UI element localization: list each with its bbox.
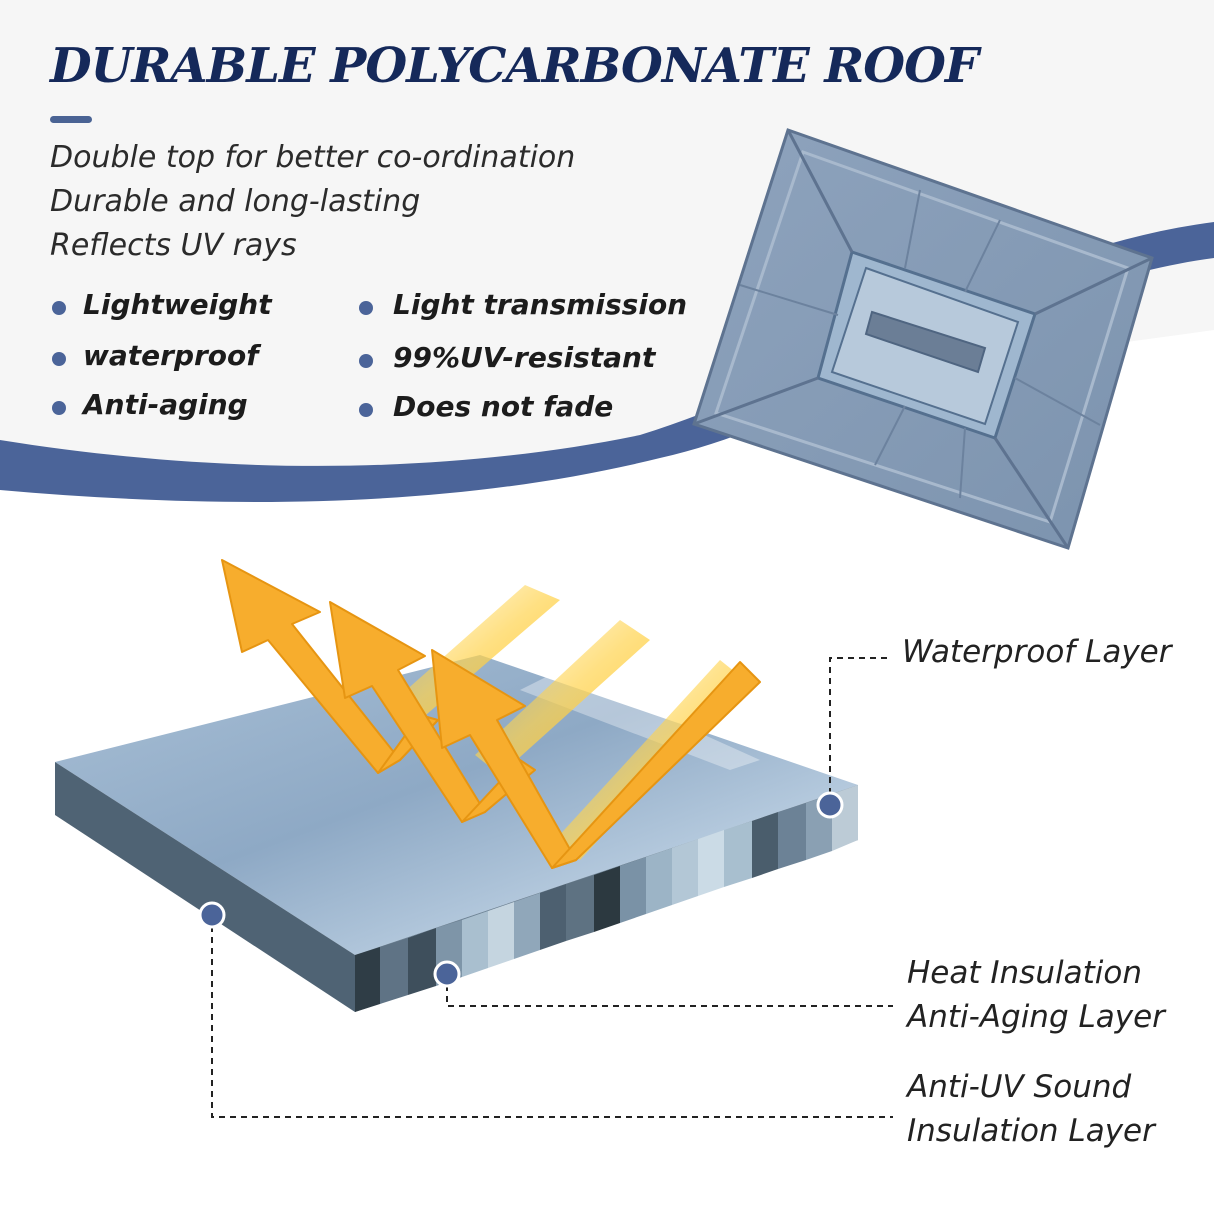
bullet-dot bbox=[359, 354, 373, 368]
roof-panel bbox=[692, 128, 1154, 550]
feature-light-transmission: Light transmission bbox=[393, 288, 688, 321]
page-title: DURABLE POLYCARBONATE ROOF bbox=[50, 38, 979, 94]
bullet-dot bbox=[52, 401, 66, 415]
antiuv-marker bbox=[198, 901, 226, 929]
reflection-arrows bbox=[221, 559, 761, 869]
feature-uv-resistant: 99%UV-resistant bbox=[393, 341, 656, 374]
bullet-dot bbox=[52, 352, 66, 366]
intro-line-1: Double top for better co-ordination bbox=[50, 140, 576, 175]
heat-marker bbox=[433, 960, 461, 988]
feature-anti-aging: Anti-aging bbox=[83, 388, 248, 421]
label-heat-insulation: Heat Insulation bbox=[907, 955, 1142, 991]
label-waterproof-layer: Waterproof Layer bbox=[902, 634, 1172, 670]
feature-waterproof: waterproof bbox=[83, 339, 259, 372]
title-underline bbox=[50, 116, 92, 123]
label-insulation-layer: Insulation Layer bbox=[907, 1113, 1155, 1149]
label-anti-aging-layer: Anti-Aging Layer bbox=[907, 999, 1165, 1035]
slab-cells bbox=[355, 785, 858, 1012]
leader-lines bbox=[211, 657, 893, 1118]
bullet-dot bbox=[359, 301, 373, 315]
label-anti-uv-sound: Anti-UV Sound bbox=[907, 1069, 1132, 1105]
feature-lightweight: Lightweight bbox=[83, 288, 272, 321]
bullet-dot bbox=[359, 403, 373, 417]
intro-line-3: Reflects UV rays bbox=[50, 228, 297, 263]
feature-does-not-fade: Does not fade bbox=[393, 390, 614, 423]
bullet-dot bbox=[52, 301, 66, 315]
intro-line-2: Durable and long-lasting bbox=[50, 184, 421, 219]
waterproof-marker bbox=[816, 791, 844, 819]
